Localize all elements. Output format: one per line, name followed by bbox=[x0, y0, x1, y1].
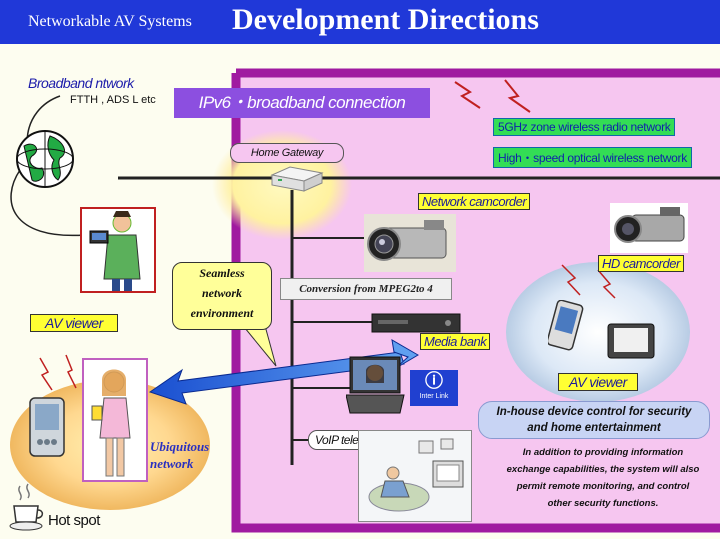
description-text: In addition to providing information exc… bbox=[478, 444, 720, 512]
header-bar: Networkable AV Systems Development Direc… bbox=[0, 0, 720, 44]
broadband-sub-label: FTTH , ADS L etc bbox=[70, 94, 156, 106]
seamless-line: environment bbox=[190, 306, 254, 320]
coffee-cup-icon bbox=[9, 483, 44, 531]
network-camcorder-image bbox=[364, 214, 456, 272]
description-line: exchange capabilities, the system will a… bbox=[506, 464, 700, 475]
wireless-bolt bbox=[504, 79, 531, 113]
connection-arrow bbox=[148, 351, 405, 405]
hd-camcorder-label: HD camcorder bbox=[598, 255, 684, 272]
av-viewer-left-label: AV viewer bbox=[30, 314, 118, 332]
media-bank-device-icon bbox=[371, 313, 461, 333]
radio-network-label: 5GHz zone wireless radio network bbox=[493, 118, 676, 136]
header-subtitle: Networkable AV Systems bbox=[28, 13, 192, 30]
ubiquitous-line: network bbox=[150, 456, 194, 471]
description-line: In addition to providing information bbox=[522, 447, 684, 458]
mobile-viewer-icon bbox=[548, 300, 584, 351]
description-line: other security functions. bbox=[547, 498, 659, 509]
laptop-image bbox=[345, 355, 406, 417]
inhouse-line: In-house device control for security bbox=[496, 406, 692, 418]
ipv6-banner: IPv6・broadband connection bbox=[174, 88, 430, 118]
media-bank-label: Media bank bbox=[420, 333, 491, 350]
broadband-link bbox=[10, 169, 86, 237]
boy-with-viewer-image bbox=[80, 207, 156, 293]
seamless-line: Seamless bbox=[199, 266, 245, 280]
portable-tv-icon bbox=[607, 323, 655, 359]
pda-icon bbox=[29, 397, 65, 457]
wireless-bolt bbox=[454, 81, 481, 109]
inhouse-line: and home entertainment bbox=[527, 422, 661, 434]
right-cloud bbox=[506, 262, 690, 402]
optical-network-label: High・speed optical wireless network bbox=[493, 147, 692, 168]
globe-icon bbox=[16, 130, 74, 188]
conversion-label: Conversion from MPEG2to 4 bbox=[280, 278, 452, 300]
network-camcorder-label: Network camcorder bbox=[418, 193, 531, 210]
broadband-label: Broadband ntwork bbox=[28, 75, 134, 91]
ubiquitous-label: Ubiquitous network bbox=[150, 438, 209, 472]
wireless-bolt bbox=[597, 269, 616, 299]
page-title: Development Directions bbox=[232, 3, 539, 36]
hd-camcorder-image bbox=[610, 203, 688, 253]
woman-with-phone-image bbox=[82, 358, 148, 482]
seamless-line: network bbox=[201, 286, 242, 300]
hotspot-label: Hot spot bbox=[48, 512, 100, 529]
home-gateway-label: Home Gateway bbox=[230, 143, 344, 163]
wireless-bolt bbox=[39, 357, 53, 391]
interlink-logo-text: Inter Link bbox=[419, 393, 449, 400]
gateway-device-icon bbox=[270, 166, 324, 192]
wireless-bolt bbox=[561, 264, 581, 296]
seamless-callout: Seamless network environment bbox=[172, 262, 272, 330]
wireless-bolt bbox=[65, 354, 77, 389]
av-viewer-right-label: AV viewer bbox=[558, 373, 638, 391]
interlink-logo: ⓘ Inter Link bbox=[410, 370, 458, 406]
living-room-image bbox=[358, 430, 472, 522]
ubiquitous-line: Ubiquitous bbox=[150, 439, 210, 454]
description-line: permit remote monitoring, and control bbox=[516, 481, 690, 492]
inhouse-control-banner: In-house device control for security and… bbox=[478, 401, 710, 439]
